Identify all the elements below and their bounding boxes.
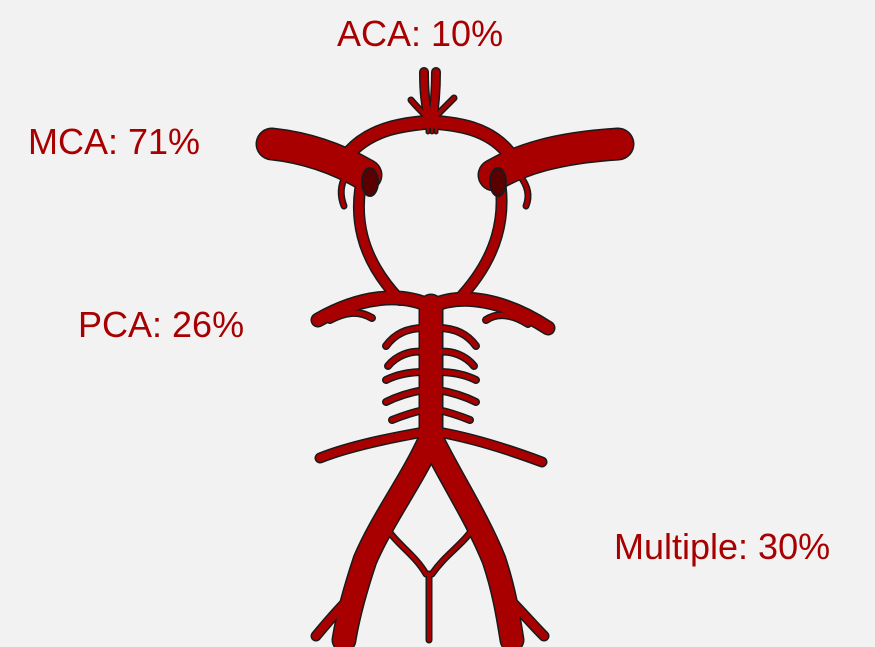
- vertebral-left: [344, 440, 430, 640]
- aica-left: [320, 432, 424, 458]
- ant-spinal-right: [432, 530, 472, 574]
- cerebral-arteries: [272, 72, 618, 640]
- aca-to-left-carotid: [350, 122, 430, 152]
- carotid-left-section: [362, 168, 378, 196]
- ant-spinal-left: [388, 530, 426, 574]
- carotid-right-section: [490, 168, 506, 196]
- aca-to-right-carotid: [432, 122, 508, 152]
